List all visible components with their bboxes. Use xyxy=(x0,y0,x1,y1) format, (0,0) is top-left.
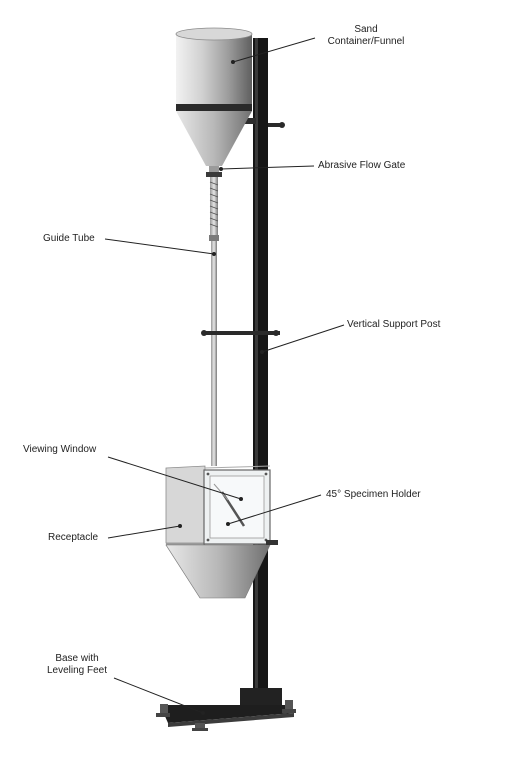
label-specimen-holder: 45° Specimen Holder xyxy=(326,489,421,500)
receptacle xyxy=(165,465,271,599)
guide-tube xyxy=(209,177,219,466)
callout-leader-lines xyxy=(104,37,345,714)
label-base-leveling-feet: Base with Leveling Feet xyxy=(46,653,108,676)
label-guide-tube: Guide Tube xyxy=(43,233,95,244)
label-viewing-window: Viewing Window xyxy=(23,444,97,455)
label-sand-container-funnel: Sand Container/Funnel xyxy=(327,24,405,47)
abrasive-flow-gate xyxy=(206,172,222,177)
callout-endpoint-dots xyxy=(178,60,264,715)
sand-container-funnel xyxy=(175,27,253,176)
viewing-window-frame xyxy=(203,469,271,545)
label-receptacle: Receptacle xyxy=(48,532,99,543)
label-vertical-support-post: Vertical Support Post xyxy=(347,319,441,330)
base-with-leveling-feet xyxy=(156,688,296,731)
label-abrasive-flow-gate: Abrasive Flow Gate xyxy=(318,160,406,171)
